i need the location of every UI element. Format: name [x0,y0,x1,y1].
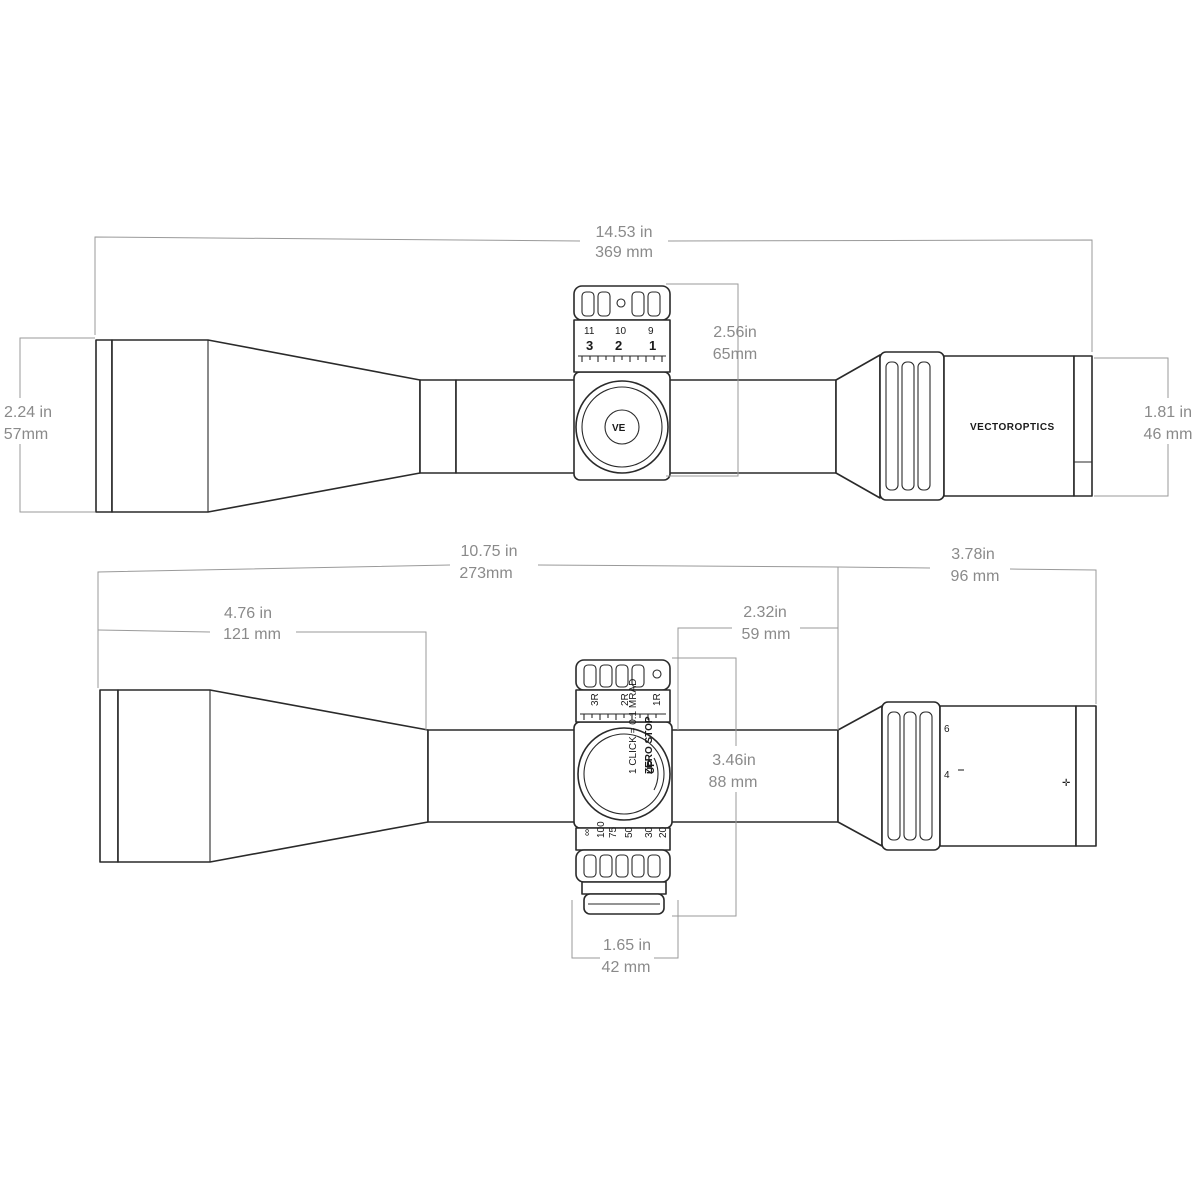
illumination-knob-ring [581,881,667,895]
turret-width-in: 1.65 in [603,937,651,954]
scale-number-3: 3 [586,338,593,353]
eyepiece-body-side [939,705,1077,847]
overall-length-mm: 369 mm [595,244,653,261]
illumination-icon: ✛ [1062,778,1070,789]
brand-emblem-icon [604,409,640,445]
overall-length-in: 14.53 in [596,224,653,241]
objective-diameter-in: 2.24 in [4,404,52,421]
turret-to-eyepiece-in: 2.32in [743,604,787,621]
objective-to-turret-in: 4.76 in [224,605,272,622]
turret-to-eyepiece-mm: 59 mm [742,626,791,643]
magnification-4: 4 [944,770,950,781]
power-ring [879,351,945,501]
parallax-100: 100 [596,821,607,838]
eyepiece-ring [1073,355,1093,497]
parallax-30: 30 [644,826,655,838]
objective-ring [95,339,113,513]
side-knob [575,380,669,474]
up-direction-text: UP [646,760,657,774]
elevation-scale [573,319,671,373]
scale-number-11: 11 [584,326,595,337]
scale-number-9: 9 [648,326,654,337]
parallax-50: 50 [624,826,635,838]
main-length-in: 10.75 in [461,543,518,560]
eyepiece-body [943,355,1075,497]
magnification-6: 6 [944,724,950,735]
emblem-letters: VE [612,423,626,434]
objective-bell-side [117,689,429,863]
windage-2r: 2R [620,693,631,706]
top-dimension-lines [19,236,1169,513]
eyepiece-taper-side [837,705,883,847]
elevation-dial [577,727,671,821]
parallax-75: 75 [608,826,619,838]
turret-height-top-in: 2.56in [713,324,757,341]
main-length-mm: 273mm [459,565,512,582]
parallax-infinity: ∞ [582,829,593,836]
eyepiece-taper [835,354,881,499]
side-view-scope: 6 4 ✛ 3R 2R 1R 1 CLICK = 0.1 MRAD [99,659,1097,915]
scale-number-1: 1 [649,338,656,353]
eyepiece-diameter-in: 1.81 in [1144,404,1192,421]
objective-to-turret-mm: 121 mm [223,626,281,643]
power-ring-side [881,701,941,851]
scale-number-2: 2 [615,338,622,353]
objective-bell [111,339,421,513]
top-view-scope: VECTOROPTICS 11 10 9 3 2 1 [95,285,1093,513]
elevation-cap [573,285,671,321]
cap-screw-icon [652,669,662,679]
tube-collar [419,379,457,474]
objective-diameter-mm: 57mm [4,426,48,443]
scale-number-10: 10 [615,326,627,337]
objective-ring-side [99,689,119,863]
turret-height-side-mm: 88 mm [709,774,758,791]
eyepiece-diameter-mm: 46 mm [1144,426,1193,443]
eyepiece-length-in: 3.78in [951,546,995,563]
zero-stop-text: ZERO STOP [644,716,655,774]
click-value-text: 1 CLICK = 0.1 MRAD [628,679,639,774]
turret-height-top-mm: 65mm [713,346,757,363]
parallax-20: 20 [658,826,669,838]
cap-screw-icon [616,298,626,308]
turret-width-mm: 42 mm [602,959,651,976]
windage-1r: 1R [652,693,663,706]
eyepiece-ring-side [1075,705,1097,847]
eyepiece-length-mm: 96 mm [951,568,1000,585]
windage-3r: 3R [590,693,601,706]
turret-height-side-in: 3.46in [712,752,756,769]
brand-logo: VECTOROPTICS [970,422,1055,433]
